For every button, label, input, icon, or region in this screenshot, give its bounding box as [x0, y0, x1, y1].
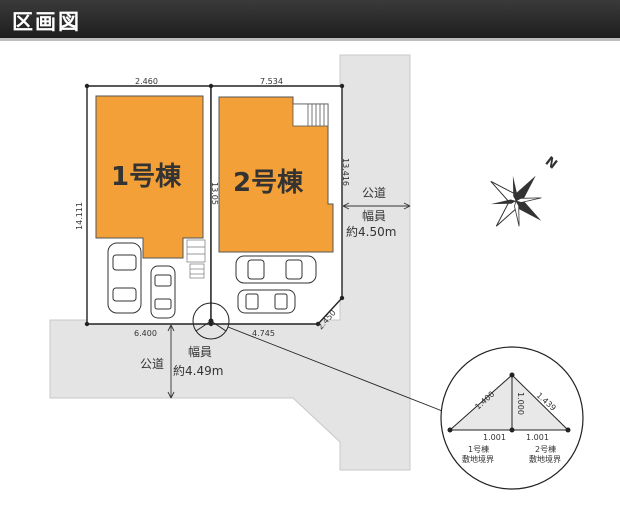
compass-north-label: N [542, 154, 560, 173]
road-east-width-value: 約4.50m [346, 224, 396, 239]
road-east-name: 公道 [362, 186, 386, 200]
lot1-dim-top: 2.460 [135, 77, 158, 86]
building-1-label: 1号棟 [111, 162, 182, 192]
lot1-dim-bottom: 6.400 [134, 329, 157, 338]
boundary-junction-icon [192, 302, 230, 340]
building-1 [95, 95, 204, 259]
car-icon [237, 289, 296, 314]
road-south-width-arrow [167, 324, 175, 399]
stair-icon [292, 103, 329, 127]
car-icon [150, 265, 176, 319]
building-2-label: 2号棟 [233, 168, 304, 198]
header-divider [0, 38, 620, 41]
inset-label-lot1: 1号棟 [468, 444, 489, 454]
inset-label-lot1-sub: 敷地境界 [462, 454, 494, 464]
compass-icon [490, 175, 542, 227]
inset-leader-line [227, 326, 451, 415]
road-south-width-value: 約4.49m [173, 363, 223, 378]
road-east-width-arrow [342, 202, 411, 210]
steps-icon [186, 239, 206, 279]
lot1-dim-left: 14.111 [75, 202, 84, 230]
inset-dim-mid: 1.000 [516, 392, 525, 415]
lot2-dim-top: 7.534 [260, 77, 283, 86]
car-icon [235, 255, 317, 284]
inset-detail [440, 346, 584, 490]
lot2-dim-bottom: 4.745 [252, 329, 275, 338]
road-south-width-label: 幅員 [188, 344, 212, 359]
building-2 [218, 96, 334, 253]
boundary-markers [84, 83, 345, 327]
lot1-dim-right: 13.05 [210, 182, 219, 205]
page-title: 区画図 [12, 10, 81, 34]
header-bar: 区画図 [0, 0, 620, 38]
road-south-name: 公道 [140, 357, 164, 371]
road-east-width-label: 幅員 [362, 208, 386, 223]
car-icon [107, 242, 142, 314]
site-plan: 2.460 7.534 14.111 13.05 13.416 6.400 4.… [49, 54, 584, 490]
inset-dim-base-right: 1.001 [526, 433, 549, 442]
inset-dim-base-left: 1.001 [483, 433, 506, 442]
inset-label-lot2: 2号棟 [535, 444, 556, 454]
lot2-dim-right: 13.416 [341, 158, 350, 186]
inset-label-lot2-sub: 敷地境界 [529, 454, 561, 464]
